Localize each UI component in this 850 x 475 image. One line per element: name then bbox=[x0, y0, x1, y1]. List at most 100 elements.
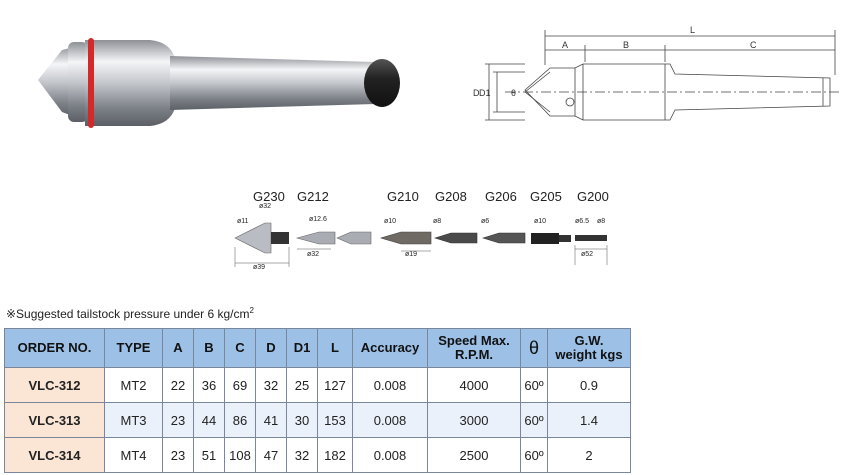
label-D1: D1 bbox=[479, 88, 491, 98]
dim-g200-bottom: ø52 bbox=[581, 251, 593, 258]
tip-g210 bbox=[379, 231, 432, 245]
cell-b: 36 bbox=[193, 367, 225, 403]
tip-g212 bbox=[295, 231, 372, 245]
header-b: B bbox=[193, 328, 225, 368]
tip-label-g210: G210 bbox=[387, 189, 419, 204]
label-theta: θ bbox=[511, 88, 516, 98]
header-type: TYPE bbox=[104, 328, 163, 368]
cell-theta: 60º bbox=[520, 367, 548, 403]
note-text: ※Suggested tailstock pressure under 6 kg… bbox=[6, 307, 250, 321]
tip-label-g230: G230 bbox=[253, 189, 285, 204]
live-center-photo bbox=[38, 38, 400, 128]
header-d: D bbox=[255, 328, 287, 368]
cell-l: 182 bbox=[317, 437, 353, 473]
tip-label-g205: G205 bbox=[530, 189, 562, 204]
cell-theta: 60º bbox=[520, 437, 548, 473]
interchangeable-tips: G230 G212 G210 G208 G206 G205 G200 ø11 ø… bbox=[234, 189, 609, 271]
header-gw-line2: weight kgs bbox=[555, 347, 623, 362]
header-l: L bbox=[317, 328, 353, 368]
header-d1: D1 bbox=[286, 328, 318, 368]
tip-g230 bbox=[234, 222, 289, 254]
table-row: VLC-313 MT3 23 44 86 41 30 153 0.008 300… bbox=[4, 402, 631, 438]
dim-g230-bottom: ø39 bbox=[253, 264, 265, 271]
cell-a: 23 bbox=[162, 437, 194, 473]
cell-a: 22 bbox=[162, 367, 194, 403]
dim-g200-top1: ø6.5 bbox=[575, 218, 589, 225]
table-row: VLC-312 MT2 22 36 69 32 25 127 0.008 400… bbox=[4, 367, 631, 403]
cell-type: MT2 bbox=[104, 367, 163, 403]
dim-g205-top: ø10 bbox=[534, 218, 546, 225]
header-speed-line2: R.P.M. bbox=[454, 347, 494, 362]
cell-d: 32 bbox=[255, 367, 287, 403]
header-gw: G.W.weight kgs bbox=[547, 328, 631, 368]
dim-g208-top: ø8 bbox=[433, 218, 441, 225]
dim-g212-bottom: ø32 bbox=[307, 251, 319, 258]
body bbox=[85, 40, 175, 126]
cell-d: 41 bbox=[255, 402, 287, 438]
header-order: ORDER NO. bbox=[4, 328, 105, 368]
cell-c: 69 bbox=[224, 367, 256, 403]
cell-order: VLC-314 bbox=[4, 437, 105, 473]
cell-accuracy: 0.008 bbox=[352, 367, 428, 403]
cell-order: VLC-313 bbox=[4, 402, 105, 438]
tip-g205 bbox=[531, 233, 571, 244]
spec-table: ORDER NO. TYPE A B C D D1 L Accuracy Spe… bbox=[4, 328, 631, 473]
cell-speed: 3000 bbox=[427, 402, 521, 438]
dim-g230-top2: ø32 bbox=[259, 203, 271, 210]
dim-g212-top: ø12.6 bbox=[309, 216, 327, 223]
cell-b: 44 bbox=[193, 402, 225, 438]
header-accuracy: Accuracy bbox=[352, 328, 428, 368]
cell-c: 86 bbox=[224, 402, 256, 438]
tip-label-g200: G200 bbox=[577, 189, 609, 204]
cell-b: 51 bbox=[193, 437, 225, 473]
tip-label-g208: G208 bbox=[435, 189, 467, 204]
dim-g230-top1: ø11 bbox=[237, 218, 249, 225]
cell-a: 23 bbox=[162, 402, 194, 438]
table-header-row: ORDER NO. TYPE A B C D D1 L Accuracy Spe… bbox=[4, 328, 631, 368]
red-ring bbox=[88, 38, 94, 128]
cell-accuracy: 0.008 bbox=[352, 437, 428, 473]
cell-c: 108 bbox=[224, 437, 256, 473]
header-c: C bbox=[224, 328, 256, 368]
header-gw-line1: G.W. bbox=[574, 333, 604, 348]
dim-g210-top: ø10 bbox=[384, 218, 396, 225]
cell-l: 153 bbox=[317, 402, 353, 438]
dim-g210-bottom: ø19 bbox=[405, 251, 417, 258]
header-theta: θ bbox=[520, 328, 548, 368]
cell-speed: 2500 bbox=[427, 437, 521, 473]
tip-label-g206: G206 bbox=[485, 189, 517, 204]
cell-accuracy: 0.008 bbox=[352, 402, 428, 438]
label-D: D bbox=[473, 88, 480, 98]
label-C: C bbox=[750, 40, 757, 50]
cell-d1: 30 bbox=[286, 402, 318, 438]
cell-order: VLC-312 bbox=[4, 367, 105, 403]
note-superscript: 2 bbox=[249, 306, 254, 315]
cell-speed: 4000 bbox=[427, 367, 521, 403]
header-speed-line1: Speed Max. bbox=[438, 333, 510, 348]
shank-end bbox=[364, 59, 400, 107]
label-A: A bbox=[562, 40, 568, 50]
table-row: VLC-314 MT4 23 51 108 47 32 182 0.008 25… bbox=[4, 437, 631, 473]
tailstock-pressure-note: ※Suggested tailstock pressure under 6 kg… bbox=[6, 306, 254, 321]
header-speed: Speed Max.R.P.M. bbox=[427, 328, 521, 368]
tip-g206 bbox=[481, 232, 526, 244]
cell-d1: 32 bbox=[286, 437, 318, 473]
tip-label-g212: G212 bbox=[297, 189, 329, 204]
cell-type: MT4 bbox=[104, 437, 163, 473]
cell-d1: 25 bbox=[286, 367, 318, 403]
cell-theta: 60º bbox=[520, 402, 548, 438]
cell-type: MT3 bbox=[104, 402, 163, 438]
cell-gw: 0.9 bbox=[547, 367, 631, 403]
cell-gw: 2 bbox=[547, 437, 631, 473]
header-a: A bbox=[162, 328, 194, 368]
dim-g206-top: ø6 bbox=[481, 218, 489, 225]
taper-shank bbox=[170, 56, 375, 110]
cell-gw: 1.4 bbox=[547, 402, 631, 438]
cell-l: 127 bbox=[317, 367, 353, 403]
cell-d: 47 bbox=[255, 437, 287, 473]
label-B: B bbox=[623, 40, 629, 50]
tip-g208 bbox=[433, 232, 478, 244]
dimension-drawing: L A B C D D1 θ bbox=[473, 25, 840, 121]
tip-g200 bbox=[575, 235, 607, 241]
label-L: L bbox=[690, 25, 695, 35]
